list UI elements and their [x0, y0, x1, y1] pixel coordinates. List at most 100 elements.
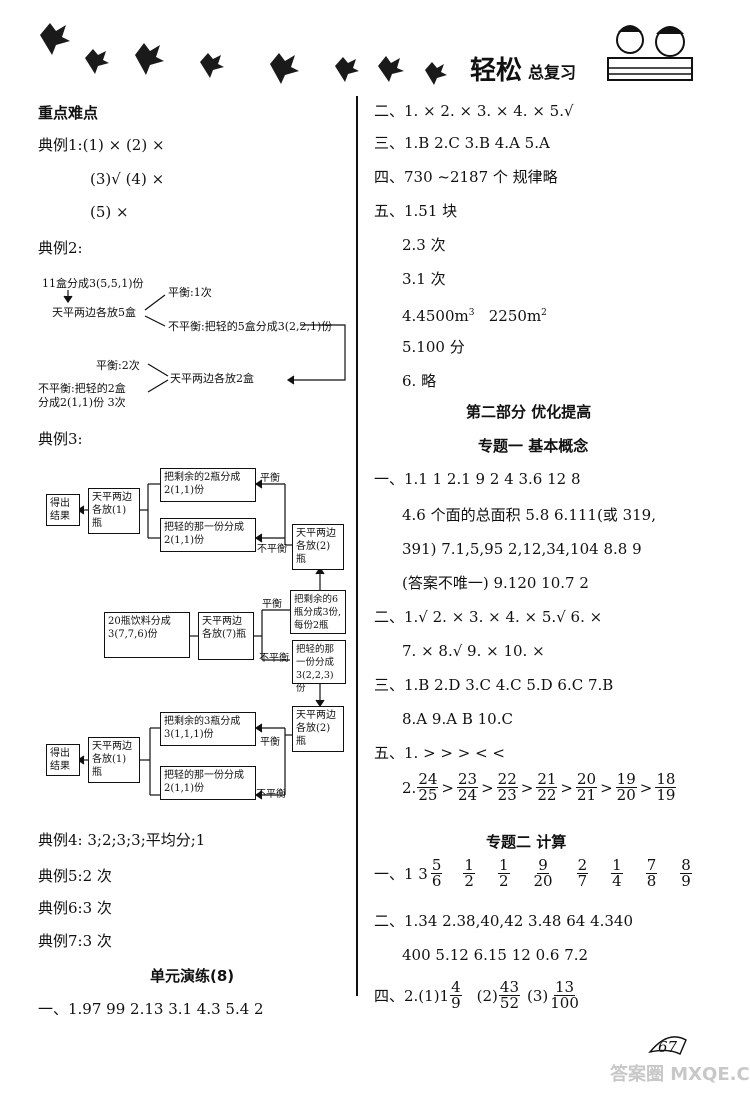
greater-than-sign: > — [560, 778, 573, 797]
r-line4: 五、1.51 块 — [374, 202, 458, 220]
denominator: 2 — [464, 872, 474, 890]
header-leaves — [0, 0, 750, 100]
numerator: 13 — [554, 978, 576, 996]
example4: 典例4: 3;2;3;3;平均分;1 — [38, 831, 206, 849]
r-line7-vol: 4.4500m — [402, 307, 469, 325]
leaf-icon — [270, 53, 299, 84]
numerator: 5 — [430, 856, 443, 874]
r-line2: 三、1.B 2.C 3.B 4.A 5.A — [374, 134, 550, 152]
example7: 典例7:3 次 — [38, 932, 112, 950]
ex3-bot-weigh-box: 天平两边各放(2)瓶 — [292, 706, 344, 752]
example3-diagram-arrows — [76, 479, 325, 800]
ex2-unbalance2a: 不平衡:把轻的2盒 — [38, 382, 126, 395]
example2-diagram-arrows — [63, 290, 346, 393]
r-line8: 5.100 分 — [402, 338, 465, 356]
ex2-step1: 天平两边各放5盒 — [52, 306, 136, 319]
ex3-top-final-box: 天平两边各放(1)瓶 — [88, 488, 140, 534]
r-line7-sup2: 2 — [541, 308, 547, 318]
ex3-top-final-text: 天平两边各放(1)瓶 — [92, 492, 132, 529]
t1-line3: 391) 7.1,5,95 2,12,34,104 8.8 9 — [402, 540, 642, 558]
ex3-bot-balance-label: 平衡 — [260, 737, 280, 748]
greater-than-sign: > — [481, 778, 494, 797]
t2-line3: 400 5.12 6.15 12 0.6 7.2 — [402, 946, 589, 964]
denominator: 52 — [499, 994, 519, 1012]
leaf-icon — [425, 62, 447, 85]
ex3-bot-split-box: 把轻的那一份分成3(2,2,3)份 — [292, 640, 346, 694]
r-line5: 2.3 次 — [402, 236, 446, 254]
numerator: 2 — [576, 856, 589, 874]
denominator: 19 — [656, 786, 676, 804]
numerator: 43 — [498, 978, 520, 996]
numerator: 1 — [463, 856, 475, 874]
ex3-top-balance2-label: 平衡 — [260, 473, 280, 484]
t2-line4-mid: (2) — [476, 986, 498, 1005]
denominator: 6 — [431, 872, 442, 890]
t1-line4: (答案不唯一) 9.120 10.7 2 — [402, 574, 589, 592]
example2-label: 典例2: — [38, 239, 83, 257]
leaf-icon — [378, 56, 404, 82]
numerator: 19 — [615, 770, 637, 788]
page-number: 67 — [658, 1038, 678, 1056]
unit-line: 一、1.97 99 2.13 3.1 4.3 5.4 2 — [38, 1000, 264, 1018]
r-line7-area: 2250m — [488, 307, 542, 325]
numerator: 1 — [497, 856, 510, 874]
r-line7-sup1: 3 — [468, 308, 475, 318]
kids-reading-illustration — [600, 18, 700, 86]
denominator: 9 — [451, 994, 461, 1012]
t1-line8: 8.A 9.A B 10.C — [402, 710, 513, 728]
t2-line1-prefix: 一、1 3 — [374, 865, 428, 883]
t2-line2: 二、1.34 2.38,40,42 3.48 64 4.340 — [374, 912, 634, 930]
ex3-start-text: 20瓶饮料分成3(7,7,6)份 — [108, 616, 171, 640]
part2-title: 第二部分 优化提高 — [466, 403, 592, 421]
denominator: 20 — [616, 786, 636, 804]
leaf-icons — [40, 23, 447, 85]
numerator: 24 — [417, 770, 439, 788]
r-line1: 二、1. × 2. × 3. × 4. × 5.√ — [374, 102, 574, 120]
ex3-top-light-box: 把轻的那一份分成2(1,1)份 — [160, 518, 256, 552]
denominator: 2 — [498, 872, 509, 890]
greater-than-sign: > — [520, 778, 534, 797]
ex3-top-rest-box: 把剩余的2瓶分成2(1,1)份 — [160, 468, 256, 502]
denominator: 7 — [577, 872, 588, 890]
ex3-top-unbalance2-label: 不平衡 — [257, 544, 287, 555]
ex3-bot-result-text: 得出结果 — [50, 748, 70, 772]
t1-line6: 7. × 8.√ 9. × 10. × — [402, 642, 545, 660]
denominator: 100 — [550, 994, 579, 1012]
example1-line3: (5) × — [90, 203, 129, 221]
ex3-bot-split-text: 把轻的那一份分成3(2,2,3)份 — [296, 644, 335, 694]
ex3-top-weigh-box: 天平两边各放(2)瓶 — [292, 524, 344, 570]
leaf-icon — [135, 43, 164, 75]
denominator: 9 — [681, 872, 691, 890]
greater-than-sign: > — [441, 778, 454, 797]
page-number-badge: 67 — [648, 1030, 688, 1060]
numerator: 23 — [456, 770, 479, 788]
denominator: 21 — [577, 786, 597, 804]
ex2-unbalance1: 不平衡:把轻的5盒分成3(2,2,1)份 — [168, 320, 333, 333]
r-line9: 6. 略 — [402, 372, 437, 390]
r-line3: 四、730 ~2187 个 规律略 — [374, 168, 558, 186]
denominator: 23 — [497, 786, 517, 804]
numerator: 9 — [537, 856, 549, 874]
denominator: 25 — [418, 786, 438, 804]
r-line6: 3.1 次 — [402, 270, 446, 288]
numerator: 22 — [496, 770, 518, 788]
t1-line9: 五、1. > > > < < — [374, 744, 505, 762]
ex3-bot-light-box: 把轻的那一份分成2(1,1)份 — [160, 766, 256, 800]
topic1-title: 专题一 基本概念 — [478, 437, 589, 455]
ex2-unbalance2b: 分成2(1,1)份 3次 — [38, 396, 126, 409]
